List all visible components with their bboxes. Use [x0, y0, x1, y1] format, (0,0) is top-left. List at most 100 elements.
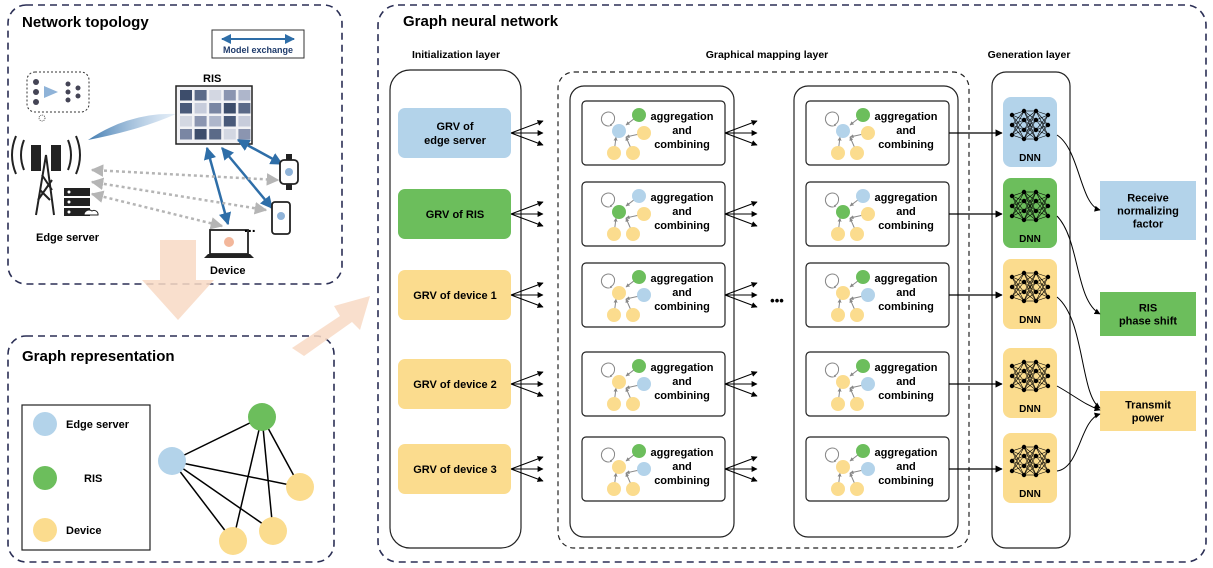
- dnn-edge: [1011, 286, 1025, 302]
- dnn-edge: [1023, 465, 1037, 476]
- output-link-4: [1056, 412, 1101, 472]
- graph-node-edge-server: [158, 447, 186, 475]
- neighbor-node: [861, 126, 875, 140]
- dnn-neuron: [1009, 383, 1015, 389]
- dnn-edge: [1011, 110, 1025, 126]
- dnn-neuron: [1033, 117, 1039, 123]
- output-link-1: [1056, 215, 1101, 315]
- dnn-edge: [1035, 450, 1049, 476]
- dnn-edge: [1035, 124, 1049, 140]
- dnn-neuron: [1045, 112, 1051, 118]
- legend-marker-0: [33, 412, 57, 436]
- ris-element: [223, 90, 236, 101]
- fan-arrow: [724, 201, 758, 215]
- dnn-edge: [1011, 205, 1025, 221]
- neighbor-node: [856, 359, 870, 373]
- center-node: [612, 286, 626, 300]
- dnn-neuron: [1021, 472, 1027, 478]
- grv-box-2: [398, 270, 511, 320]
- dnn-neuron: [1033, 279, 1039, 285]
- dnn-edge: [1035, 446, 1049, 472]
- neighbor-node: [607, 146, 621, 160]
- dnn-edge: [1011, 460, 1025, 476]
- output-link-2: [1056, 296, 1101, 409]
- watch-icon: [279, 154, 299, 190]
- mapping-ellipsis: •••: [770, 293, 784, 308]
- dnn-neuron: [1045, 458, 1051, 464]
- dnn-neuron: [1045, 203, 1051, 209]
- graph-edge: [261, 416, 274, 532]
- graph-representation-title: Graph representation: [22, 348, 175, 365]
- dnn-neuron: [1009, 122, 1015, 128]
- dnn-neuron: [1021, 136, 1027, 142]
- dnn-neuron: [1009, 284, 1015, 290]
- fan-arrow: [510, 294, 544, 308]
- ris-element: [209, 90, 222, 101]
- dnn-edge: [1011, 361, 1025, 377]
- neighbor-node: [856, 189, 870, 203]
- dnn-neuron: [1009, 132, 1015, 138]
- neighbor-node: [831, 482, 845, 496]
- neighbor-node: [637, 288, 651, 302]
- graph-edge: [171, 460, 234, 542]
- dnn-neuron: [1045, 213, 1051, 219]
- dnn-neuron: [1021, 270, 1027, 276]
- grv-label-2: GRV of device 1: [413, 290, 497, 302]
- dnn-edge: [1011, 119, 1025, 136]
- dnn-label-3: DNN: [1019, 404, 1041, 415]
- aggregation-text-line1: aggregation: [875, 192, 938, 204]
- dnn-label-4: DNN: [1019, 489, 1041, 500]
- mapping-layer-title: Graphical mapping layer: [706, 49, 829, 61]
- grv-box-1: [398, 189, 511, 239]
- dnn-neuron: [1021, 453, 1027, 459]
- dnn-edge: [1035, 114, 1049, 140]
- ris-element: [238, 90, 251, 101]
- neighbor-node: [861, 462, 875, 476]
- self-loop: [600, 273, 616, 289]
- ris-element: [209, 103, 222, 114]
- aggregation-text-line2: and: [896, 287, 916, 299]
- dnn-neuron: [1045, 448, 1051, 454]
- ris-element: [223, 129, 236, 140]
- self-loop: [600, 111, 616, 127]
- aggregation-text-line3: combining: [878, 220, 934, 232]
- ris-panel-icon: [175, 85, 253, 145]
- bubble-dot: [38, 114, 46, 122]
- neighbor-node: [632, 359, 646, 373]
- ris-element: [238, 129, 251, 140]
- dnn-edge: [1035, 460, 1049, 476]
- self-loop: [824, 192, 840, 208]
- init-layer-title: Initialization layer: [412, 49, 500, 61]
- dnn-edge: [1023, 272, 1037, 293]
- graph-edge: [171, 416, 263, 462]
- aggregation-text-line1: aggregation: [651, 111, 714, 123]
- model-exchange-link-2: [221, 147, 273, 209]
- center-node: [612, 205, 626, 219]
- dnn-neuron: [1009, 373, 1015, 379]
- dnn-edge: [1035, 276, 1049, 302]
- dnn-neuron: [1033, 453, 1039, 459]
- graph-edge: [171, 460, 274, 532]
- neighbor-node: [626, 227, 640, 241]
- aggregation-text-line2: and: [896, 376, 916, 388]
- neighbor-node: [637, 377, 651, 391]
- dnn-edge: [1023, 200, 1037, 221]
- dnn-box-0: [1003, 97, 1057, 167]
- dnn-neuron: [1021, 359, 1027, 365]
- dnn-edge: [1035, 195, 1049, 212]
- dnn-box-4: [1003, 433, 1057, 503]
- dnn-edge: [1035, 195, 1049, 221]
- network-topology-title: Network topology: [22, 14, 149, 31]
- self-loop: [600, 192, 616, 208]
- dnn-edge: [1023, 272, 1037, 283]
- ris-element: [194, 129, 207, 140]
- dnn-edge: [1023, 129, 1037, 140]
- dnn-edge: [1011, 195, 1025, 221]
- model-exchange-label: Model exchange: [223, 45, 293, 55]
- neighbor-node: [632, 108, 646, 122]
- aggregation-text-line3: combining: [654, 390, 710, 402]
- legend-label-0: Edge server: [66, 419, 130, 431]
- server-device-link-2: [90, 177, 268, 215]
- base-station-icon: [11, 135, 81, 216]
- dnn-neuron: [1021, 298, 1027, 304]
